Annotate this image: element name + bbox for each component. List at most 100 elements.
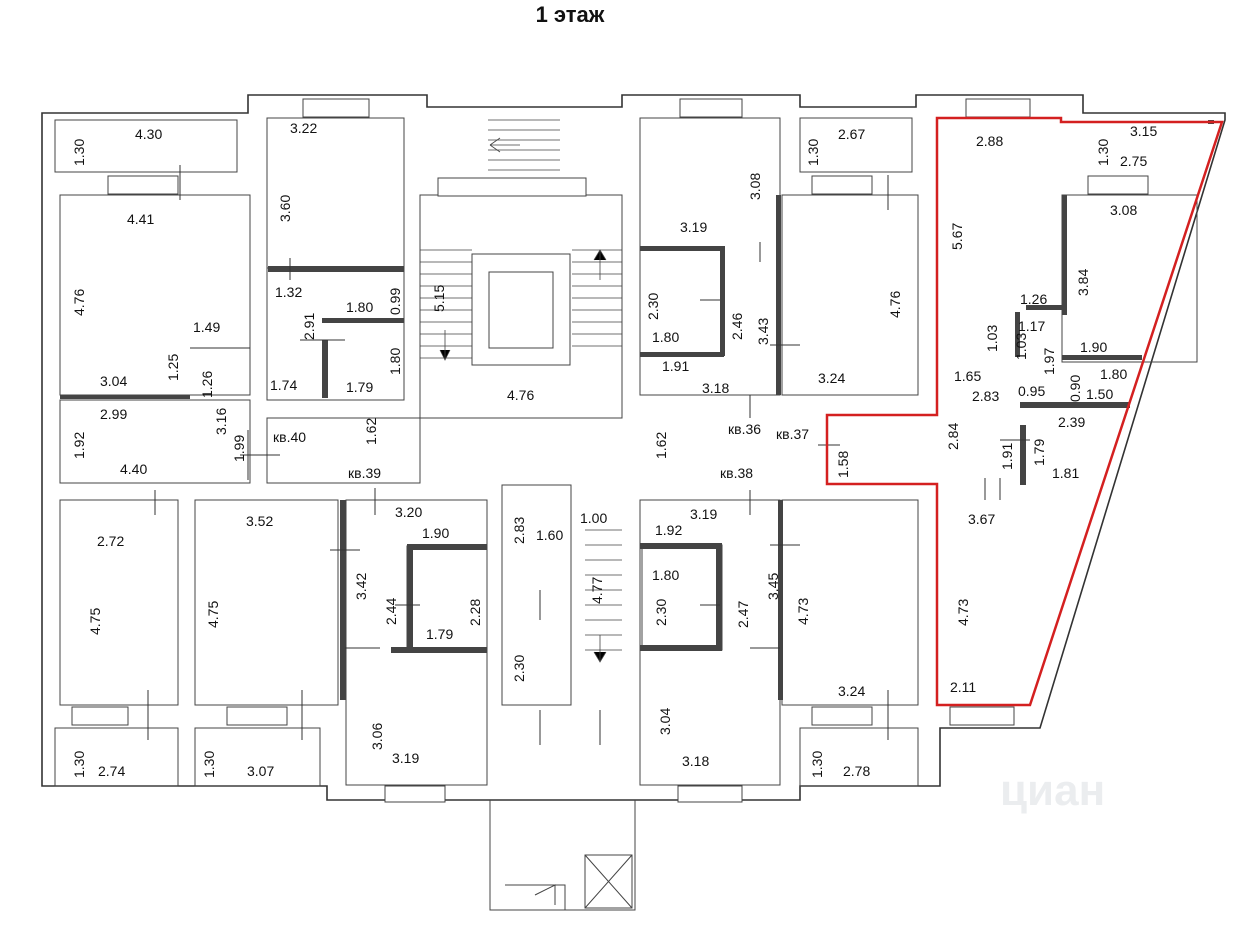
dim: 1.17 [1018, 318, 1045, 334]
dim: 4.75 [205, 601, 221, 628]
dim: 1.91 [662, 358, 689, 374]
watermark: циан [1000, 766, 1105, 815]
stairs [420, 119, 622, 663]
dim: 1.30 [71, 139, 87, 166]
dim: 1.99 [231, 435, 247, 462]
dim: 1.92 [655, 522, 682, 538]
dim: 3.67 [968, 511, 995, 527]
dimension-labels-vertical: 1.30 4.76 1.25 3.60 2.91 0.99 1.80 1.26 … [71, 139, 1111, 778]
dim: 3.08 [747, 173, 763, 200]
dim: 3.15 [1130, 123, 1157, 139]
dim: 4.30 [135, 126, 162, 142]
dim: 2.67 [838, 126, 865, 142]
dim: 1.74 [270, 377, 297, 393]
dim: 3.19 [690, 506, 717, 522]
dim: 1.58 [835, 451, 851, 478]
dim: 3.60 [277, 195, 293, 222]
dim: 4.40 [120, 461, 147, 477]
dim: 2.78 [843, 763, 870, 779]
dim: 1.80 [652, 567, 679, 583]
dim: 1.49 [193, 319, 220, 335]
dim: 2.11 [950, 679, 976, 695]
dim: 3.18 [702, 380, 729, 396]
dim: 4.73 [795, 598, 811, 625]
dim: 2.88 [976, 133, 1003, 149]
dim: 2.83 [972, 388, 999, 404]
apt-label-40: кв.40 [273, 429, 306, 445]
dim: 3.24 [818, 370, 845, 386]
dim: 3.45 [765, 573, 781, 600]
dim: 3.06 [369, 723, 385, 750]
dim: 2.46 [729, 313, 745, 340]
dim: 1.25 [165, 354, 181, 381]
dim: 1.81 [1052, 465, 1079, 481]
dim: 1.79 [1031, 439, 1047, 466]
dim: 2.99 [100, 406, 127, 422]
dim: 1.32 [275, 284, 302, 300]
dim: 1.60 [536, 527, 563, 543]
dim: 1.90 [1080, 339, 1107, 355]
dim: 1.00 [580, 510, 607, 526]
dim: 3.16 [213, 408, 229, 435]
dim: 1.30 [805, 139, 821, 166]
dim: 1.79 [346, 379, 373, 395]
dim: 1.80 [652, 329, 679, 345]
dim: 0.90 [1067, 375, 1083, 402]
dim: 1.03 [984, 325, 1000, 352]
outer-wall [41, 94, 1226, 801]
dim: 4.73 [955, 599, 971, 626]
dim: 3.52 [246, 513, 273, 529]
dim: 3.19 [680, 219, 707, 235]
dim: 1.90 [422, 525, 449, 541]
dim: 2.30 [653, 599, 669, 626]
dim: 1.91 [999, 443, 1015, 470]
dim: 4.76 [887, 291, 903, 318]
dim: 4.76 [71, 289, 87, 316]
dim: 2.47 [735, 601, 751, 628]
dim: 4.76 [507, 387, 534, 403]
apt-label-38: кв.38 [720, 465, 753, 481]
dim: 3.04 [100, 373, 127, 389]
dim: 3.22 [290, 120, 317, 136]
dim: 1.92 [71, 432, 87, 459]
dim: 3.84 [1075, 269, 1091, 296]
dim: 3.07 [247, 763, 274, 779]
dim: 1.30 [1095, 139, 1111, 166]
dim: 1.65 [954, 368, 981, 384]
dim: 0.95 [1018, 383, 1045, 399]
doors [147, 165, 1030, 745]
dim: 2.44 [383, 598, 399, 625]
apt-label-39: кв.39 [348, 465, 381, 481]
dim: 4.77 [589, 577, 605, 604]
dim: 1.30 [201, 751, 217, 778]
dim: 2.84 [945, 423, 961, 450]
dim: 1.62 [653, 432, 669, 459]
apt-label-36: кв.36 [728, 421, 761, 437]
dim: 1.03 [1013, 333, 1029, 360]
dim: 3.04 [657, 708, 673, 735]
windows [71, 98, 1149, 803]
dim: 2.83 [511, 517, 527, 544]
dim: 1.62 [363, 418, 379, 445]
dim: 2.72 [97, 533, 124, 549]
dim: 3.19 [392, 750, 419, 766]
dim: 3.42 [353, 573, 369, 600]
dim: 1.79 [426, 626, 453, 642]
floor-title: 1 этаж [535, 2, 605, 27]
dim: 3.43 [755, 318, 771, 345]
dim: 0.99 [387, 288, 403, 315]
dim: 1.97 [1041, 348, 1057, 375]
dim: 2.91 [301, 313, 317, 340]
apt-label-37: кв.37 [776, 426, 809, 442]
dim: 1.80 [387, 348, 403, 375]
dim: 3.08 [1110, 202, 1137, 218]
dim: 3.24 [838, 683, 865, 699]
dim: 2.30 [511, 655, 527, 682]
dim: 5.67 [949, 223, 965, 250]
dim: 1.26 [1020, 291, 1047, 307]
dim: 5.15 [431, 285, 447, 312]
dim: 2.74 [98, 763, 125, 779]
dim: 2.28 [467, 599, 483, 626]
highlighted-apartment-outline [825, 116, 1224, 707]
